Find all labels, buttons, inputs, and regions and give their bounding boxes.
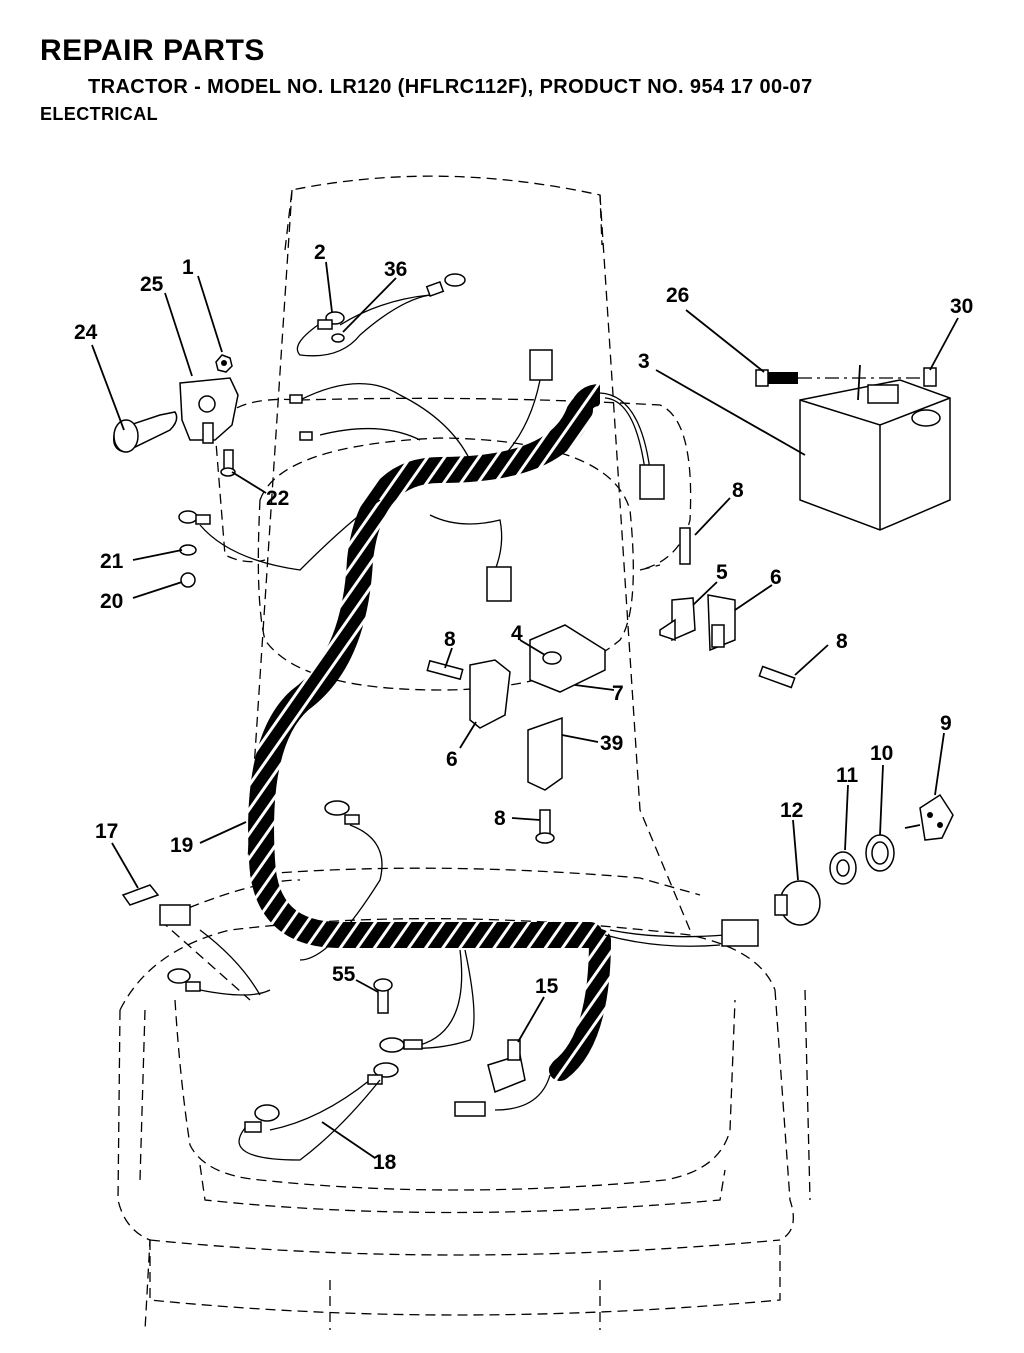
switch-bracket-center bbox=[426, 624, 606, 844]
callout-26: 26 bbox=[666, 284, 689, 307]
ground-wire-assembly bbox=[167, 800, 423, 1161]
starter-solenoid bbox=[113, 354, 239, 477]
fuse bbox=[121, 884, 191, 926]
callout-6: 6 bbox=[446, 748, 458, 771]
callout-labels: 1 2 3 4 5 6 6 7 8 8 8 8 9 10 11 12 15 17… bbox=[74, 241, 973, 1174]
callout-8: 8 bbox=[732, 479, 744, 502]
callout-36: 36 bbox=[384, 258, 407, 281]
callout-24: 24 bbox=[74, 321, 98, 344]
callout-8: 8 bbox=[494, 807, 506, 830]
callout-30: 30 bbox=[950, 295, 973, 318]
page-subtitle: TRACTOR - MODEL NO. LR120 (HFLRC112F), P… bbox=[88, 76, 813, 98]
callout-9: 9 bbox=[940, 712, 952, 735]
callout-21: 21 bbox=[100, 550, 124, 573]
callout-17: 17 bbox=[95, 820, 118, 843]
callout-1: 1 bbox=[182, 256, 194, 279]
coiled-wire-harness bbox=[248, 384, 611, 1081]
battery-bolt bbox=[755, 367, 937, 387]
callout-6: 6 bbox=[770, 566, 782, 589]
page-title: REPAIR PARTS bbox=[40, 34, 265, 67]
ignition-switch-assembly bbox=[774, 793, 954, 926]
callout-5: 5 bbox=[716, 561, 728, 584]
section-title: ELECTRICAL bbox=[40, 104, 158, 124]
callout-39: 39 bbox=[600, 732, 623, 755]
callout-15: 15 bbox=[535, 975, 559, 998]
callout-4: 4 bbox=[511, 622, 523, 645]
harness-wires bbox=[199, 294, 726, 1131]
leader-lines bbox=[91, 261, 959, 1159]
ground-cable bbox=[296, 273, 466, 357]
callout-11: 11 bbox=[836, 764, 859, 787]
washers bbox=[178, 510, 211, 588]
callout-2: 2 bbox=[314, 241, 326, 264]
callout-25: 25 bbox=[140, 273, 164, 296]
callout-19: 19 bbox=[170, 834, 193, 857]
callout-18: 18 bbox=[373, 1151, 397, 1174]
battery bbox=[799, 364, 951, 531]
callout-22: 22 bbox=[266, 487, 289, 510]
callout-55: 55 bbox=[332, 963, 356, 986]
callout-8: 8 bbox=[444, 628, 456, 651]
wire-connectors bbox=[289, 349, 759, 947]
callout-10: 10 bbox=[870, 742, 893, 765]
callout-20: 20 bbox=[100, 590, 123, 613]
callout-3: 3 bbox=[638, 350, 650, 373]
callout-12: 12 bbox=[780, 799, 803, 822]
callout-7: 7 bbox=[612, 682, 624, 705]
switch-bracket-right bbox=[659, 527, 796, 689]
seat-switch bbox=[454, 1039, 526, 1117]
callout-8: 8 bbox=[836, 630, 848, 653]
